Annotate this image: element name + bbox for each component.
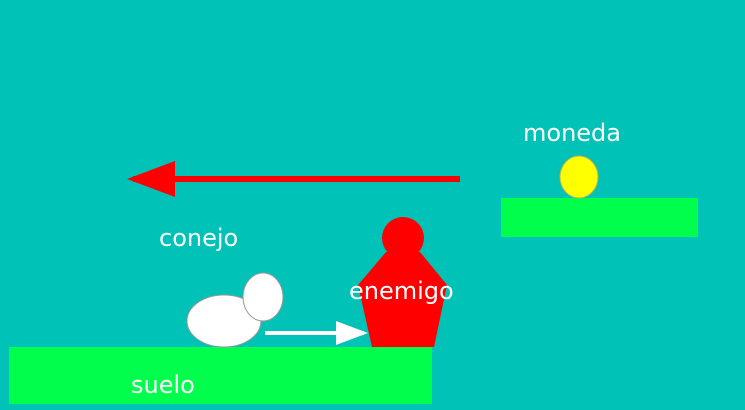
ground-platform — [9, 347, 432, 404]
coin — [559, 155, 599, 199]
floating-platform — [501, 198, 698, 237]
coin-label: moneda — [523, 119, 621, 147]
rabbit — [186, 272, 284, 348]
ground-label: suelo — [131, 371, 195, 399]
enemy-figure — [358, 217, 447, 347]
enemy-label: enemigo — [349, 277, 454, 305]
rabbit-label: conejo — [159, 224, 239, 252]
